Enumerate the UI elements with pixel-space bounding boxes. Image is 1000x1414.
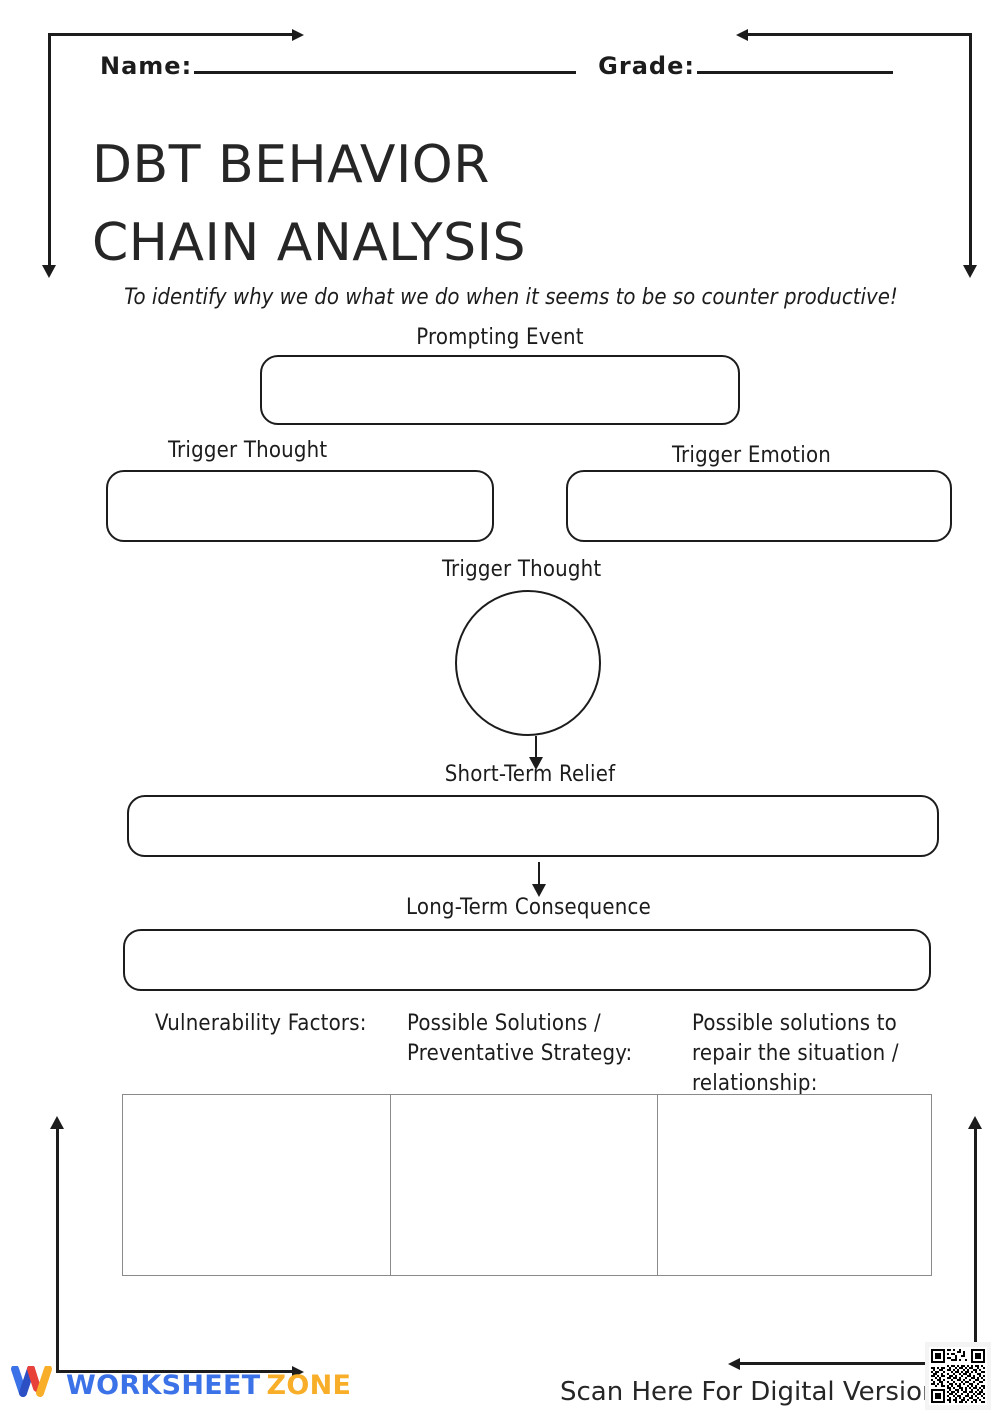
table-body [122,1094,932,1276]
student-info-row: Name: Grade: [100,52,920,80]
bottom-left-bracket-arrowhead [292,1366,304,1378]
trigger-emotion-input[interactable] [566,470,952,542]
top-right-bracket-down-arrowhead [963,265,977,278]
bottom-left-bracket-horizontal [56,1370,296,1373]
trigger-emotion-label: Trigger Emotion [672,443,832,468]
short-term-relief-label: Short-Term Relief [444,762,616,787]
table-header-repair-solutions: Possible solutions to repair the situati… [692,1011,899,1096]
name-input[interactable] [194,70,577,74]
grade-input[interactable] [696,70,893,74]
relief-to-consequence-arrowhead [532,884,546,897]
qr-code[interactable] [925,1342,991,1410]
bottom-right-bracket-vertical [974,1128,977,1346]
cell-possible-solutions[interactable] [389,1094,659,1276]
cell-repair-solutions[interactable] [657,1094,932,1276]
top-left-bracket-horizontal [48,33,296,36]
top-left-bracket-arrowhead [292,29,304,41]
relief-to-consequence-connector [538,862,540,888]
logo-w-icon [10,1365,58,1404]
bottom-right-bracket-up-arrowhead [968,1116,982,1129]
qr-code-icon [929,1347,987,1405]
bottom-right-bracket-arrowhead [728,1358,740,1370]
title-line-1: DBT BEHAVIOR [92,135,490,195]
prompting-event-label: Prompting Event [416,325,584,350]
table-header-vulnerability-factors: Vulnerability Factors: [155,1011,367,1036]
bottom-right-bracket-horizontal [740,1362,974,1365]
trigger-thought-label: Trigger Thought [168,438,328,463]
circle-trigger-thought-label: Trigger Thought [442,557,602,582]
top-left-bracket-down-arrowhead [42,265,56,278]
bottom-left-bracket-vertical [56,1128,59,1373]
top-right-bracket-horizontal [748,33,972,36]
top-left-bracket-vertical [48,33,51,267]
logo-text-worksheet: WORKSHEET [66,1369,261,1401]
top-right-bracket-vertical [969,33,972,267]
top-right-bracket-arrowhead [736,29,748,41]
scan-instruction-text: Scan Here For Digital Version [560,1377,939,1407]
bottom-left-bracket-up-arrowhead [50,1116,64,1129]
page-title: DBT BEHAVIOR CHAIN ANALYSIS [92,126,852,282]
prompting-event-input[interactable] [260,355,740,425]
grade-label: Grade: [598,52,695,80]
circle-to-relief-arrowhead [529,757,543,770]
circle-trigger-thought-input[interactable] [455,590,601,736]
table-header-possible-solutions: Possible Solutions / Preventative Strate… [407,1011,633,1066]
trigger-thought-input[interactable] [106,470,494,542]
response-table [122,1094,932,1276]
table-row [122,1094,932,1276]
subtitle: To identify why we do what we do when it… [124,285,898,310]
long-term-consequence-input[interactable] [123,929,931,991]
name-label: Name: [100,52,193,80]
short-term-relief-input[interactable] [127,795,939,857]
circle-to-relief-connector [535,736,537,760]
long-term-consequence-label: Long-Term Consequence [406,895,651,920]
logo-text-zone: ZONE [266,1369,352,1401]
cell-vulnerability-factors[interactable] [122,1094,391,1276]
title-line-2: CHAIN ANALYSIS [92,213,526,273]
